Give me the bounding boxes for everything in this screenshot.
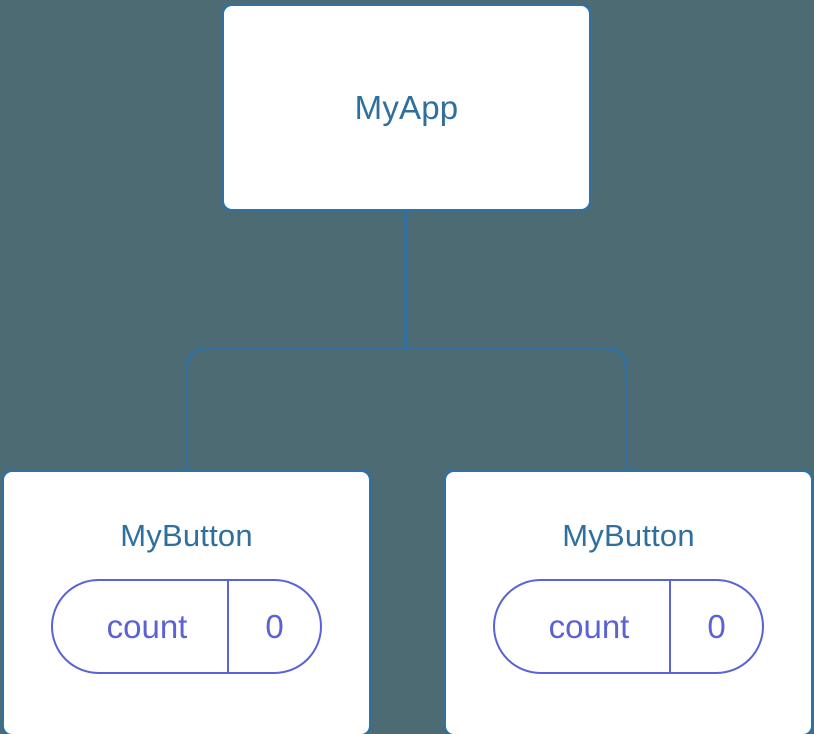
edge-to-child-1 bbox=[185, 347, 406, 471]
state-value: 0 bbox=[669, 581, 762, 672]
tree-node-mybutton-1[interactable]: MyButton count 0 bbox=[1, 469, 372, 734]
node-label: MyButton bbox=[562, 518, 695, 553]
state-pill[interactable]: count 0 bbox=[51, 579, 322, 674]
state-key: count bbox=[106, 608, 188, 645]
node-label: MyButton bbox=[120, 518, 253, 553]
tree-node-mybutton-2[interactable]: MyButton count 0 bbox=[443, 469, 814, 734]
state-key: count bbox=[548, 608, 630, 645]
edge-to-child-2 bbox=[405, 347, 628, 471]
state-value: 0 bbox=[227, 581, 320, 672]
state-pill[interactable]: count 0 bbox=[493, 579, 764, 674]
tree-node-myapp[interactable]: MyApp bbox=[221, 3, 592, 212]
node-label: MyApp bbox=[354, 89, 459, 126]
